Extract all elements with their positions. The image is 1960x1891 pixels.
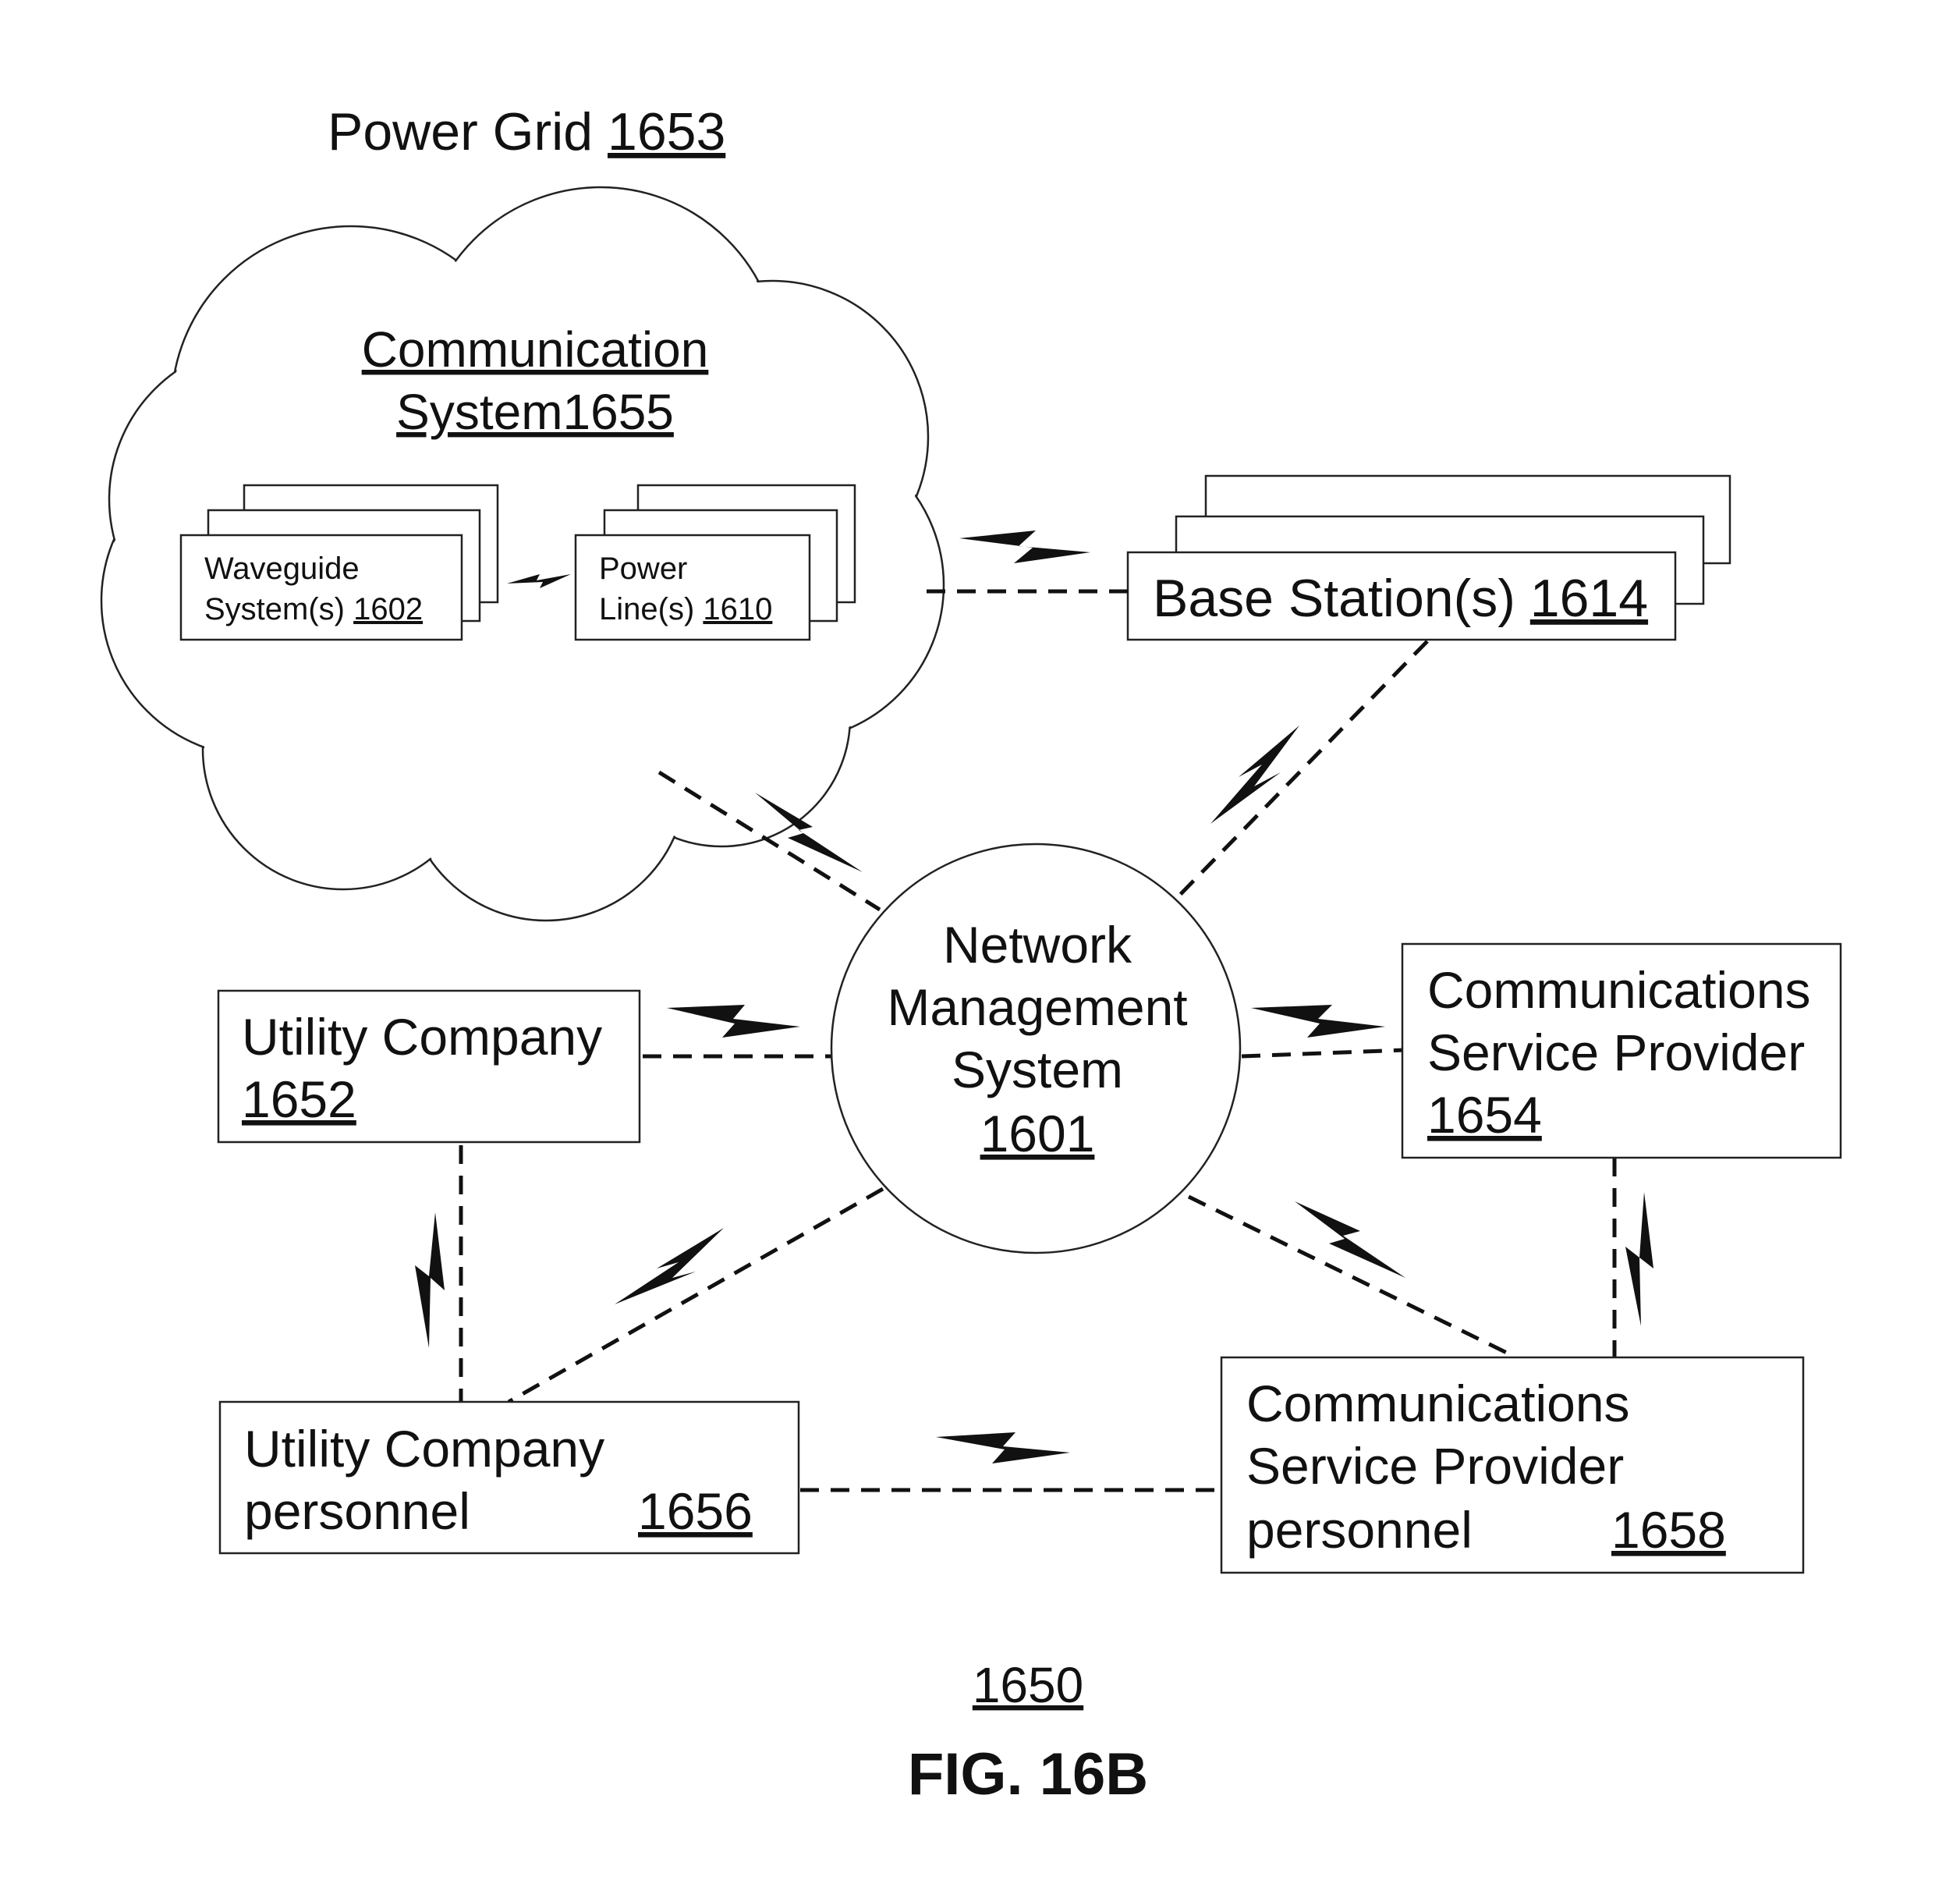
- waveguide-system-label-1: Waveguide: [204, 552, 360, 586]
- base-station-label: Base Station(s) 1614: [1153, 569, 1648, 628]
- utility-personnel-label-1: Utility Company: [244, 1420, 604, 1478]
- power-lines-label-1: Power: [599, 552, 687, 586]
- communication-system-label-1: Communication: [362, 321, 709, 378]
- utility-personnel-ref: 1656: [638, 1482, 753, 1540]
- waveguide-system-label-2: System(s) 1602: [204, 592, 423, 626]
- nms-label-1: Network: [943, 916, 1132, 974]
- lightning-icon-nms-utility-personnel: [615, 1228, 724, 1304]
- waveguide-system-ref: 1602: [353, 592, 423, 626]
- utility-company-label: Utility Company: [242, 1008, 602, 1066]
- link-nms-csp-personnel: [1189, 1197, 1516, 1357]
- power-grid-title: Power Grid 1653: [328, 102, 725, 161]
- csp-personnel-ref: 1658: [1611, 1501, 1726, 1559]
- communication-system-label-2: System1655: [396, 384, 674, 440]
- lightning-icon-base-station-nms: [1210, 726, 1299, 824]
- csp-label-2: Service Provider: [1427, 1024, 1805, 1081]
- csp-label-1: Communications: [1427, 961, 1811, 1019]
- base-station-ref: 1614: [1530, 569, 1648, 628]
- csp-personnel-label-3: personnel: [1246, 1501, 1473, 1559]
- lightning-icon-nms-csp: [1251, 1005, 1385, 1038]
- nms-ref: 1601: [980, 1105, 1095, 1162]
- link-nms-utility-personnel: [509, 1189, 883, 1402]
- power-grid-ref: 1653: [608, 102, 725, 161]
- link-nms-csp: [1242, 1050, 1404, 1056]
- lightning-icon-utility-nms: [667, 1005, 800, 1038]
- utility-personnel-label-2: personnel: [244, 1482, 470, 1540]
- csp-personnel-label-2: Service Provider: [1246, 1437, 1624, 1495]
- csp-personnel-label-1: Communications: [1246, 1375, 1630, 1432]
- nms-label-2: Management: [887, 978, 1187, 1036]
- link-base-station-nms: [1176, 641, 1427, 899]
- csp-ref: 1654: [1427, 1086, 1542, 1144]
- lightning-icon-utility-utility-personnel: [415, 1212, 445, 1348]
- lightning-icon-cloud-base-station: [959, 530, 1090, 563]
- power-lines-ref: 1610: [703, 592, 772, 626]
- utility-company-ref: 1652: [242, 1070, 356, 1128]
- lightning-icon-nms-csp-personnel: [1295, 1201, 1405, 1278]
- lightning-icon-utility-personnel-csp-personnel: [936, 1432, 1070, 1463]
- figure-caption: FIG. 16B: [908, 1741, 1148, 1808]
- power-lines-label-2: Line(s) 1610: [599, 592, 772, 626]
- lightning-icon-csp-csp-personnel: [1625, 1192, 1653, 1326]
- figure-ref: 1650: [973, 1657, 1083, 1713]
- nms-label-3: System: [952, 1041, 1123, 1098]
